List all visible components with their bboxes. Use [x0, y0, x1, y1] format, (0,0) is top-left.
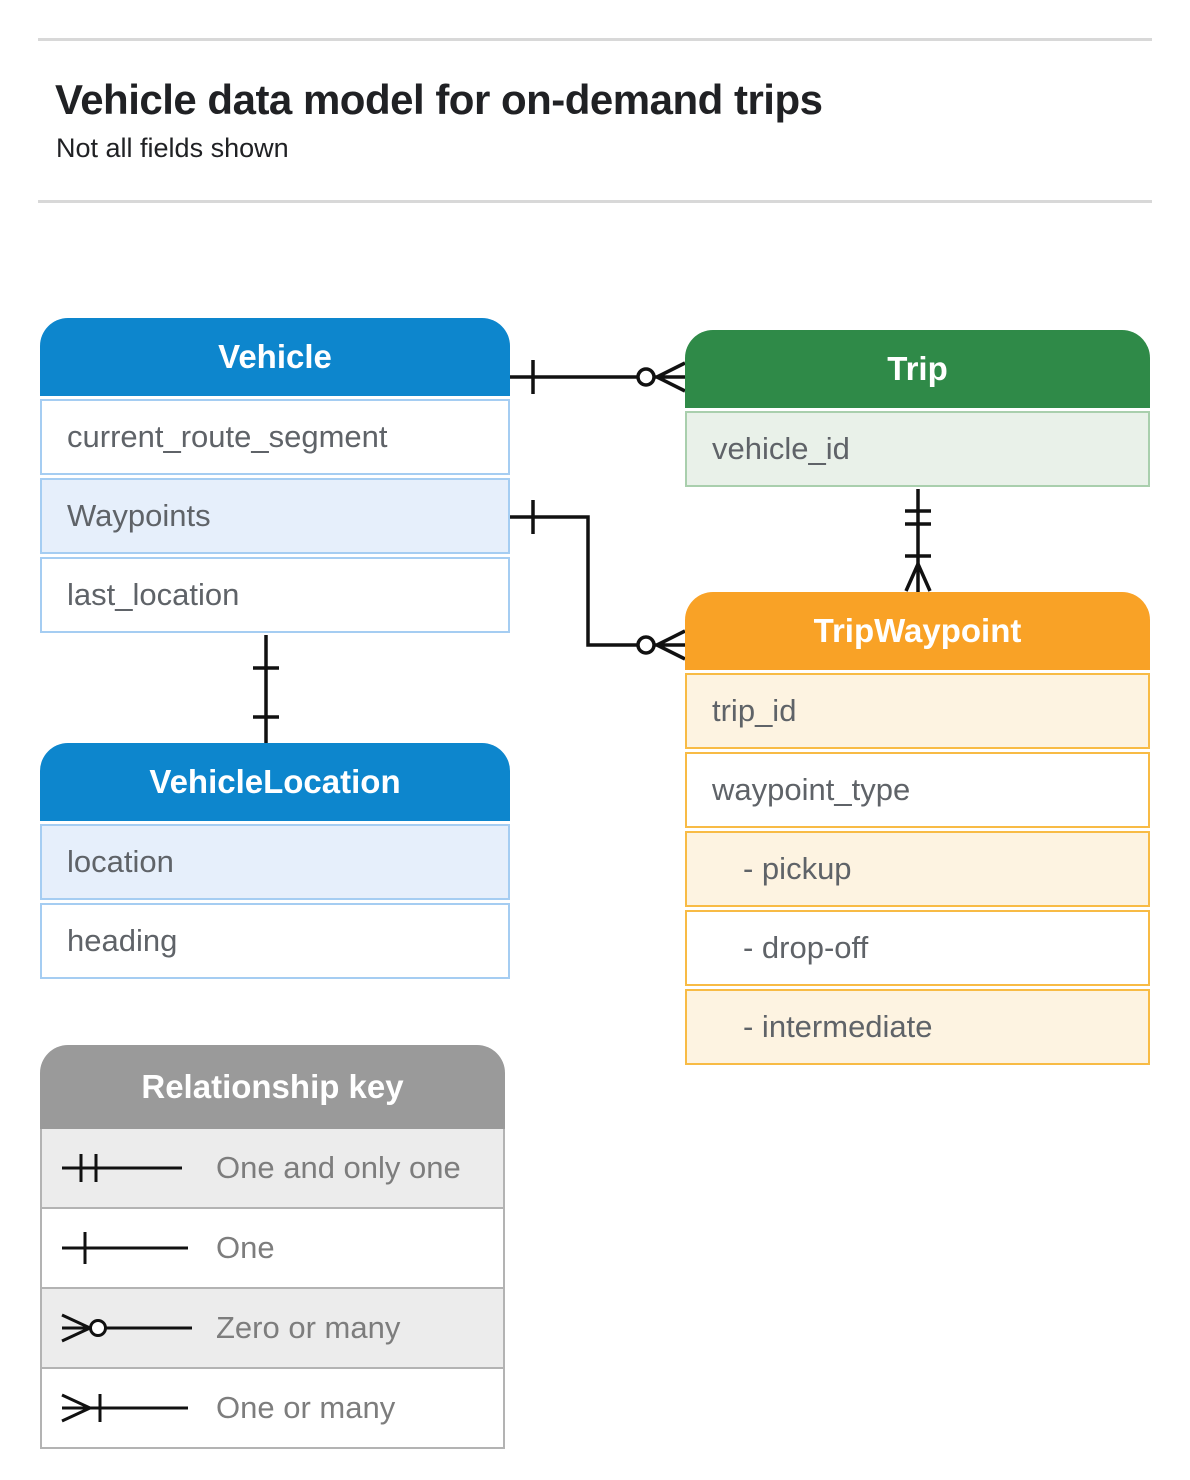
table-row: trip_id — [685, 673, 1150, 749]
key-item-label: One or many — [216, 1390, 396, 1425]
one-icon — [62, 1232, 188, 1264]
header-divider — [38, 200, 1152, 203]
crow-foot-icon — [654, 361, 686, 393]
connector-trip-tripwaypoint — [904, 489, 932, 592]
key-item: One or many — [42, 1367, 503, 1447]
connector-waypoints-tripwaypoint — [510, 500, 686, 661]
table-row: waypoint_type — [685, 752, 1150, 828]
key-item: Zero or many — [42, 1287, 503, 1367]
relationship-key: Relationship key One and only one One — [40, 1045, 505, 1449]
table-vehicle: Vehicle current_route_segment Waypoints … — [40, 318, 510, 633]
table-row: current_route_segment — [40, 399, 510, 475]
key-item: One — [42, 1207, 503, 1287]
table-row: - intermediate — [685, 989, 1150, 1065]
table-vehiclelocation: VehicleLocation location heading — [40, 743, 510, 979]
connector-vehicle-trip — [510, 360, 686, 394]
crow-foot-icon — [904, 563, 932, 592]
relationship-key-header: Relationship key — [40, 1045, 505, 1129]
table-vehiclelocation-header: VehicleLocation — [40, 743, 510, 821]
top-divider — [38, 38, 1152, 41]
page-title: Vehicle data model for on-demand trips — [55, 76, 823, 123]
connector-vehicle-vehiclelocation — [253, 635, 279, 743]
table-trip: Trip vehicle_id — [685, 330, 1150, 487]
table-row: - drop-off — [685, 910, 1150, 986]
zero-circle-icon — [636, 635, 656, 655]
table-row: heading — [40, 903, 510, 979]
one-and-only-one-ticks-icon — [905, 509, 931, 526]
table-trip-header: Trip — [685, 330, 1150, 408]
zero-circle-icon — [636, 367, 656, 387]
table-tripwaypoint-header: TripWaypoint — [685, 592, 1150, 670]
relationship-key-body: One and only one One Zero or many — [40, 1129, 505, 1449]
table-tripwaypoint: TripWaypoint trip_id waypoint_type - pic… — [685, 592, 1150, 1065]
one-or-many-icon — [61, 1393, 188, 1423]
crow-foot-icon — [654, 629, 686, 661]
key-item-label: Zero or many — [216, 1310, 401, 1345]
table-row: - pickup — [685, 831, 1150, 907]
table-row: location — [40, 824, 510, 900]
line — [510, 515, 638, 647]
table-vehicle-header: Vehicle — [40, 318, 510, 396]
zero-or-many-icon — [61, 1313, 192, 1343]
one-and-only-one-icon — [62, 1154, 182, 1182]
key-item-label: One — [216, 1230, 275, 1265]
key-item-label: One and only one — [216, 1150, 461, 1185]
key-item: One and only one — [42, 1129, 503, 1207]
table-row: last_location — [40, 557, 510, 633]
table-row: vehicle_id — [685, 411, 1150, 487]
page-subtitle: Not all fields shown — [56, 133, 289, 163]
table-row: Waypoints — [40, 478, 510, 554]
